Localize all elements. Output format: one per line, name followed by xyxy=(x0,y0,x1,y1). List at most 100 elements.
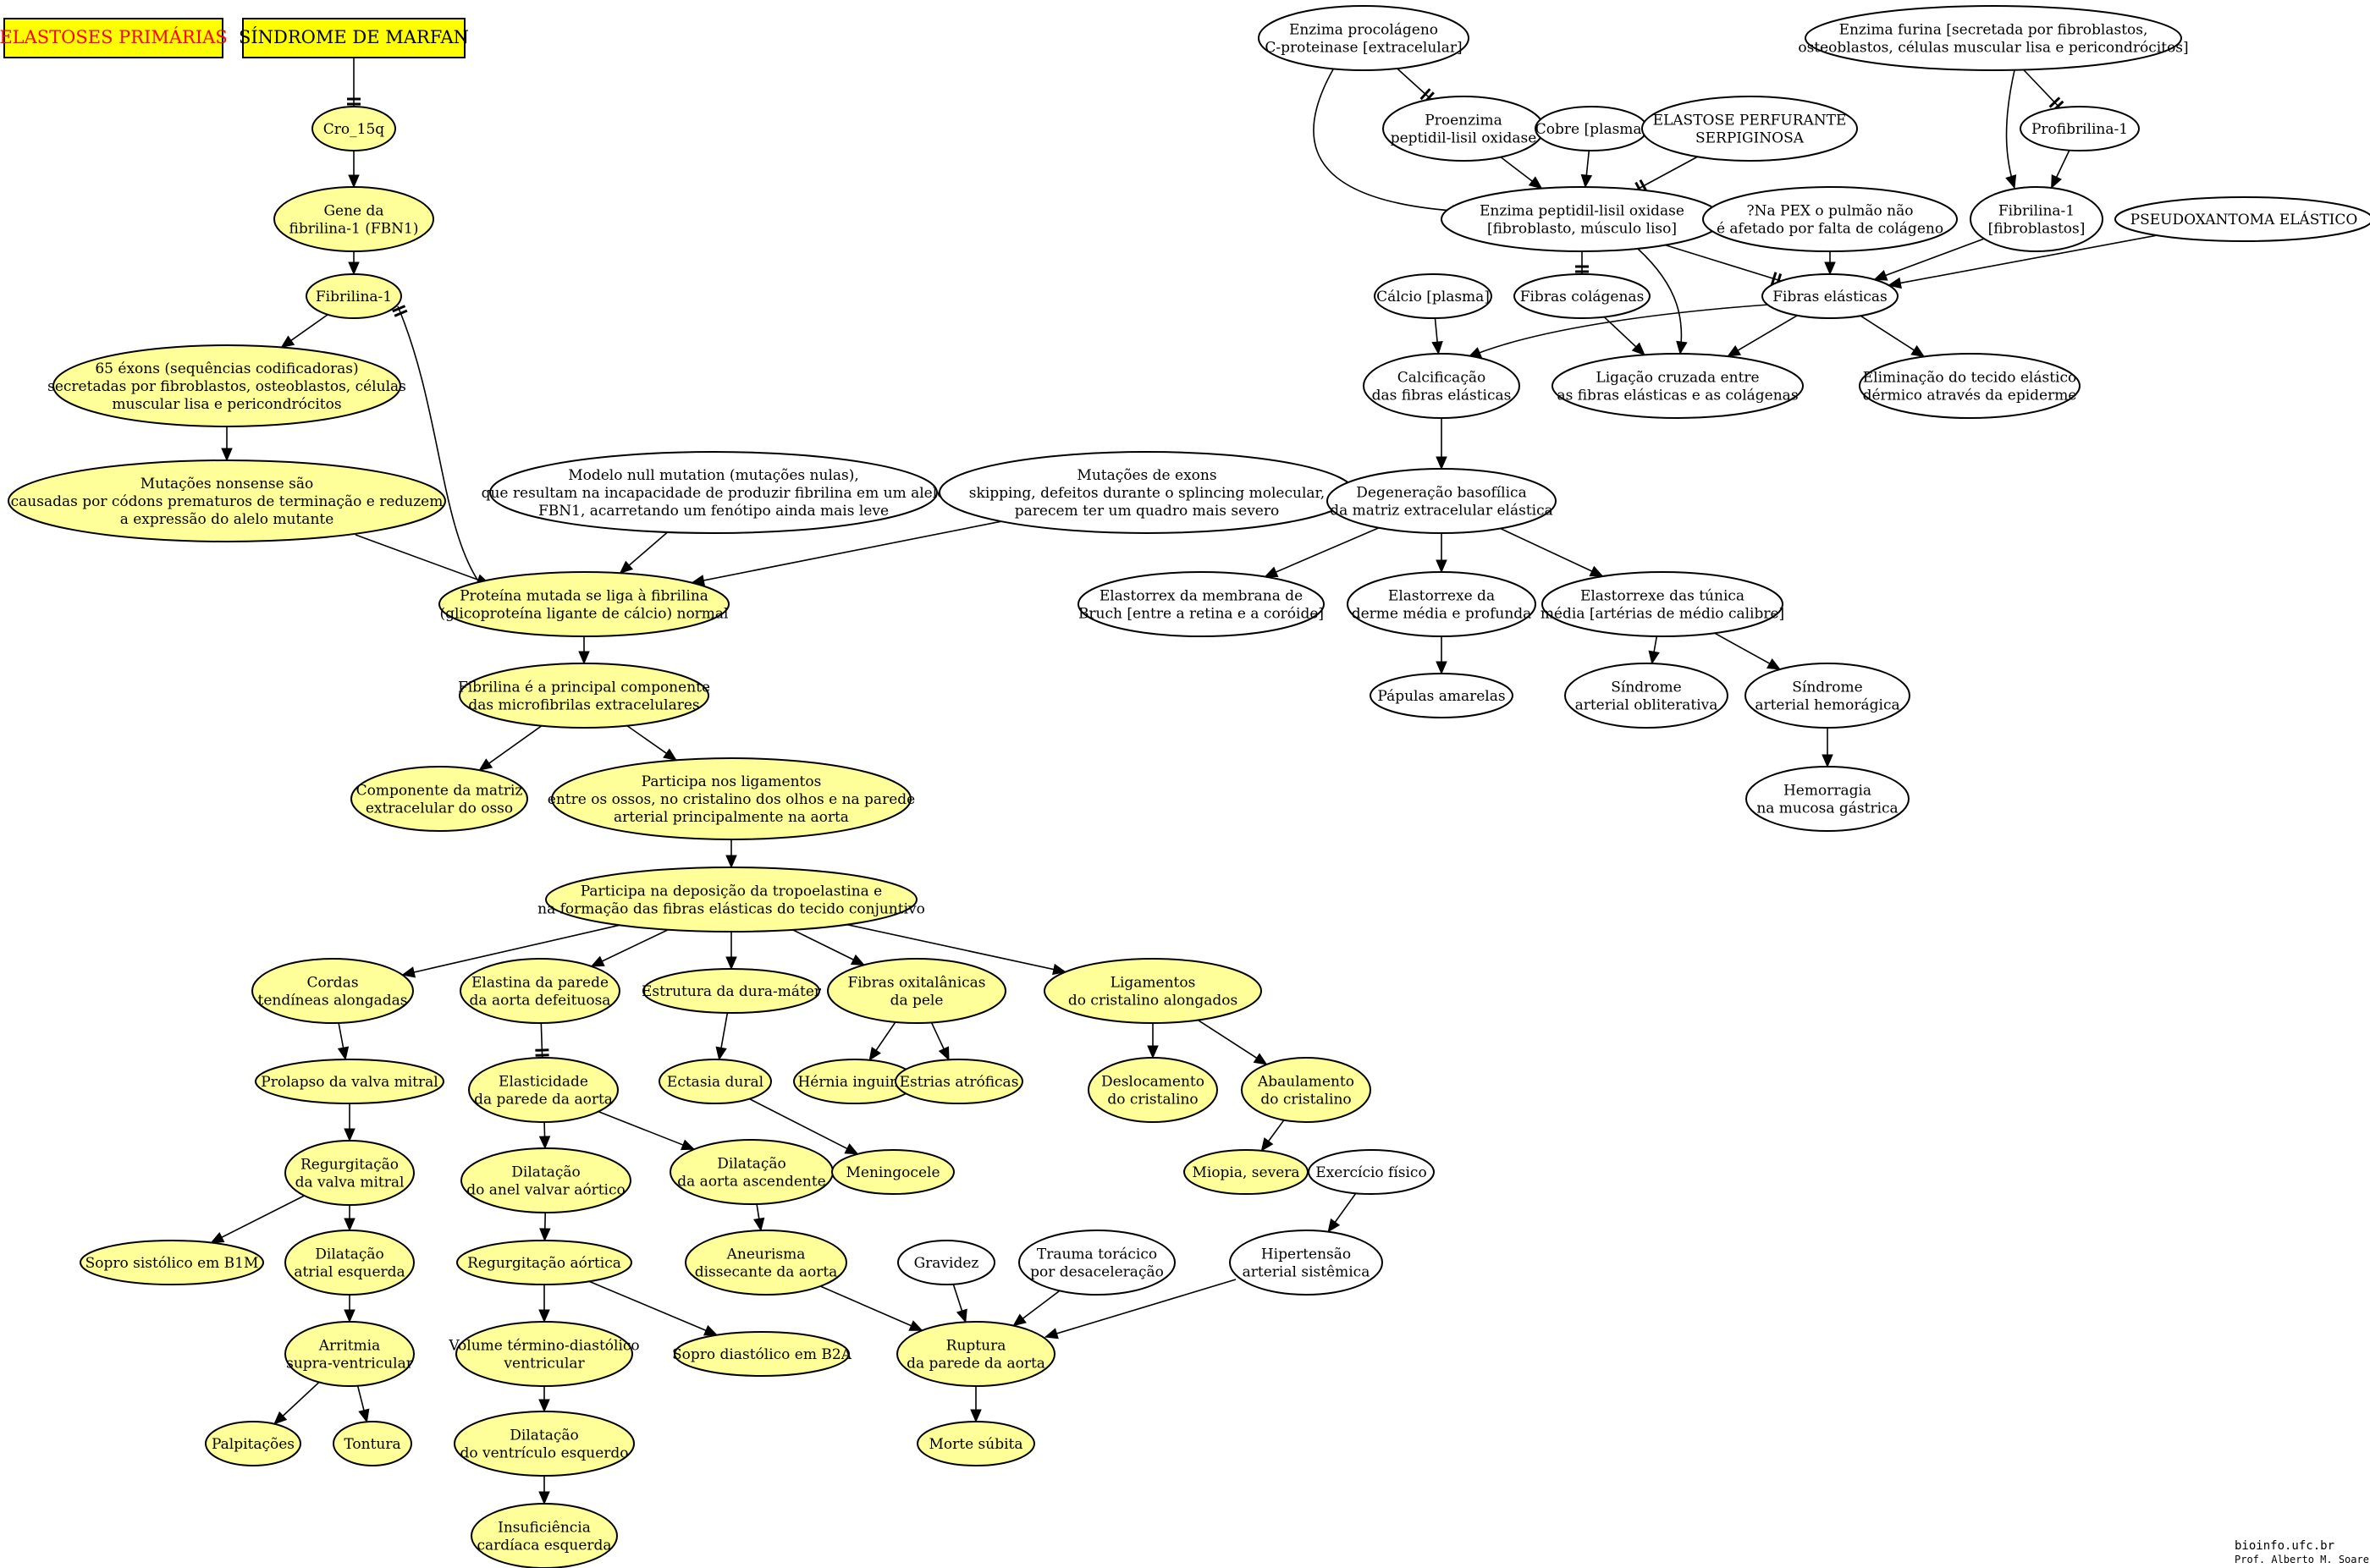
node-nullmut[interactable]: Modelo null mutation (mutações nulas),qu… xyxy=(482,451,946,534)
node-label: as fibras elásticas e as colágenas xyxy=(1557,388,1798,404)
node-fib1[interactable]: Fibrilina-1 xyxy=(306,273,402,319)
edge-elasticidade-to-dilasc xyxy=(598,1110,696,1151)
node-label: Cobre [plasma] xyxy=(1535,121,1647,138)
node-label: Hemorragia xyxy=(1783,783,1871,800)
edge-gene-to-fib1 xyxy=(348,251,360,276)
node-cobre[interactable]: Cobre [plasma] xyxy=(1535,106,1648,151)
edge-volume-to-dilvent xyxy=(538,1386,550,1413)
node-sopro1[interactable]: Sopro sistólico em B1M xyxy=(80,1240,264,1285)
node-label: Dilatação xyxy=(511,1164,581,1181)
node-duramater[interactable]: Estrutura da dura-máter xyxy=(642,968,822,1014)
node-label: FBN1, acarretando um fenótipo ainda mais… xyxy=(538,503,889,520)
node-meningo[interactable]: Meningocele xyxy=(831,1149,955,1195)
arrowhead xyxy=(1264,566,1279,578)
arrowhead xyxy=(619,560,634,575)
node-exercicio[interactable]: Exercício físico xyxy=(1308,1149,1435,1195)
node-ectasia[interactable]: Ectasia dural xyxy=(659,1059,772,1104)
node-profib[interactable]: Profibrilina-1 xyxy=(2020,106,2140,151)
edge-aneurisma-to-ruptura xyxy=(819,1285,923,1332)
node-label: da parede da aorta xyxy=(474,1092,613,1109)
edge-line xyxy=(749,1098,858,1155)
arrowhead xyxy=(844,1143,859,1155)
node-fibcol[interactable]: Fibras colágenas xyxy=(1513,273,1651,319)
node-label: Fibrilina-1 xyxy=(1998,203,2075,220)
node-estrias[interactable]: Estrias atróficas xyxy=(895,1059,1023,1104)
node-hernia[interactable]: Hérnia inguinal xyxy=(793,1059,917,1104)
node-fibelast[interactable]: Fibras elásticas xyxy=(1761,273,1899,319)
node-label: derme média e profunda xyxy=(1352,606,1532,623)
edge-enzlisil-to-fibelast xyxy=(1665,244,1783,288)
edge-tropo-to-duramater xyxy=(725,932,737,971)
node-label: C-proteinase [extracelular] xyxy=(1265,40,1462,57)
title-box-elastoses-primarias[interactable]: ELASTOSES PRIMÁRIAS xyxy=(0,18,228,58)
node-tropo[interactable]: Participa na deposição da tropoelastina … xyxy=(537,867,925,933)
node-gravidez[interactable]: Gravidez xyxy=(897,1240,995,1285)
node-furina[interactable]: Enzima furina [secretada por fibroblasto… xyxy=(1798,5,2189,71)
node-label: Dilatação xyxy=(315,1246,384,1263)
node-proteina[interactable]: Proteína mutada se liga à fibrilina(glic… xyxy=(438,571,730,637)
arrowhead xyxy=(538,1136,551,1150)
node-exons[interactable]: 65 éxons (sequências codificadoras)secre… xyxy=(47,344,406,427)
node-pseudo[interactable]: PSEUDOXANTOMA ELÁSTICO xyxy=(2114,196,2370,242)
node-prolapso[interactable]: Prolapso da valva mitral xyxy=(255,1059,444,1104)
node-morte[interactable]: Morte súbita xyxy=(917,1421,1035,1466)
arrowhead xyxy=(908,1320,923,1331)
tee-mark xyxy=(392,305,406,313)
title-box-sindrome-de-marfan[interactable]: SÍNDROME DE MARFAN xyxy=(239,18,469,58)
node-ellipse xyxy=(1745,766,1910,832)
node-papulas[interactable]: Pápulas amarelas xyxy=(1370,673,1513,718)
node-tontura[interactable]: Tontura xyxy=(333,1421,412,1466)
arrowhead xyxy=(663,748,677,762)
node-regaort[interactable]: Regurgitação aórtica xyxy=(456,1240,632,1285)
node-fibfib[interactable]: Fibrilina-1[fibroblastos] xyxy=(1970,186,2103,252)
node-palpit[interactable]: Palpitações xyxy=(205,1421,301,1466)
node-label: a expressão do alelo mutante xyxy=(120,511,334,528)
node-miopia[interactable]: Miopia, severa xyxy=(1183,1149,1309,1195)
node-enzlisil[interactable]: Enzima peptidil-lisil oxidase[fibroblast… xyxy=(1441,186,1723,252)
node-sopro2[interactable]: Sopro diastólico em B2A xyxy=(672,1331,852,1377)
node-cro15q[interactable]: Cro_15q xyxy=(311,106,396,151)
arrowhead xyxy=(956,1308,967,1323)
node-ellipse xyxy=(459,663,709,729)
node-calcio[interactable]: Cálcio [plasma] xyxy=(1374,273,1492,319)
